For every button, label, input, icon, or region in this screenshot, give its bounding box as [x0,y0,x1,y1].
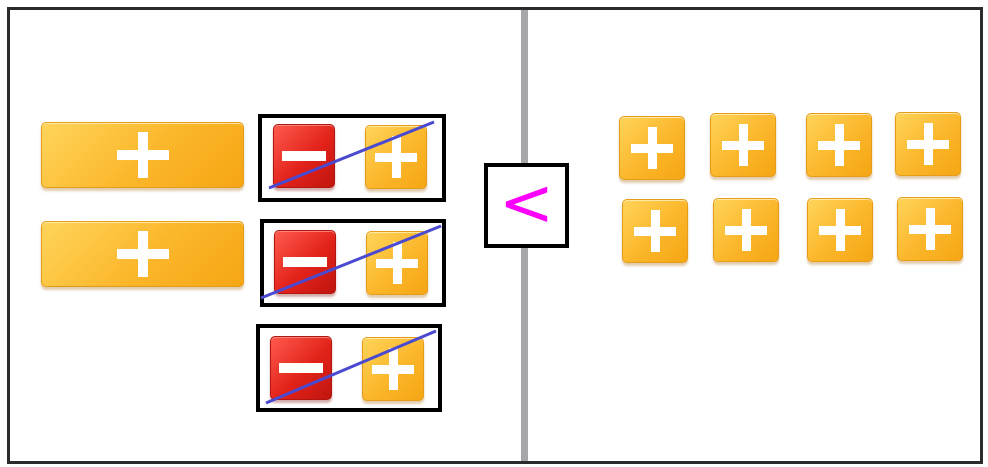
cancel-line [260,224,442,300]
positive-unit-tile [807,198,873,262]
negative-unit-tile [273,124,335,188]
cancel-line [265,329,437,405]
zero-pair-box [260,219,446,307]
positive-unit-tile [897,197,963,261]
positive-unit-tile [713,198,779,262]
comparison-symbol: < [498,164,555,241]
zero-pair-box [258,114,446,202]
zero-pair-box [256,324,442,412]
positive-unit-tile [806,113,872,177]
long-positive-tile [41,221,244,287]
positive-unit-tile [895,112,961,176]
positive-unit-tile [710,113,776,177]
diagram-frame [7,7,983,464]
minus-icon [283,257,327,267]
positive-unit-tile [366,231,428,295]
comparison-box: < [484,163,569,248]
negative-unit-tile [274,230,336,294]
positive-unit-tile [619,116,685,180]
long-positive-tile [41,122,244,188]
minus-icon [282,151,326,161]
minus-icon [279,363,323,373]
positive-unit-tile [622,199,688,263]
cancel-line [268,120,435,190]
